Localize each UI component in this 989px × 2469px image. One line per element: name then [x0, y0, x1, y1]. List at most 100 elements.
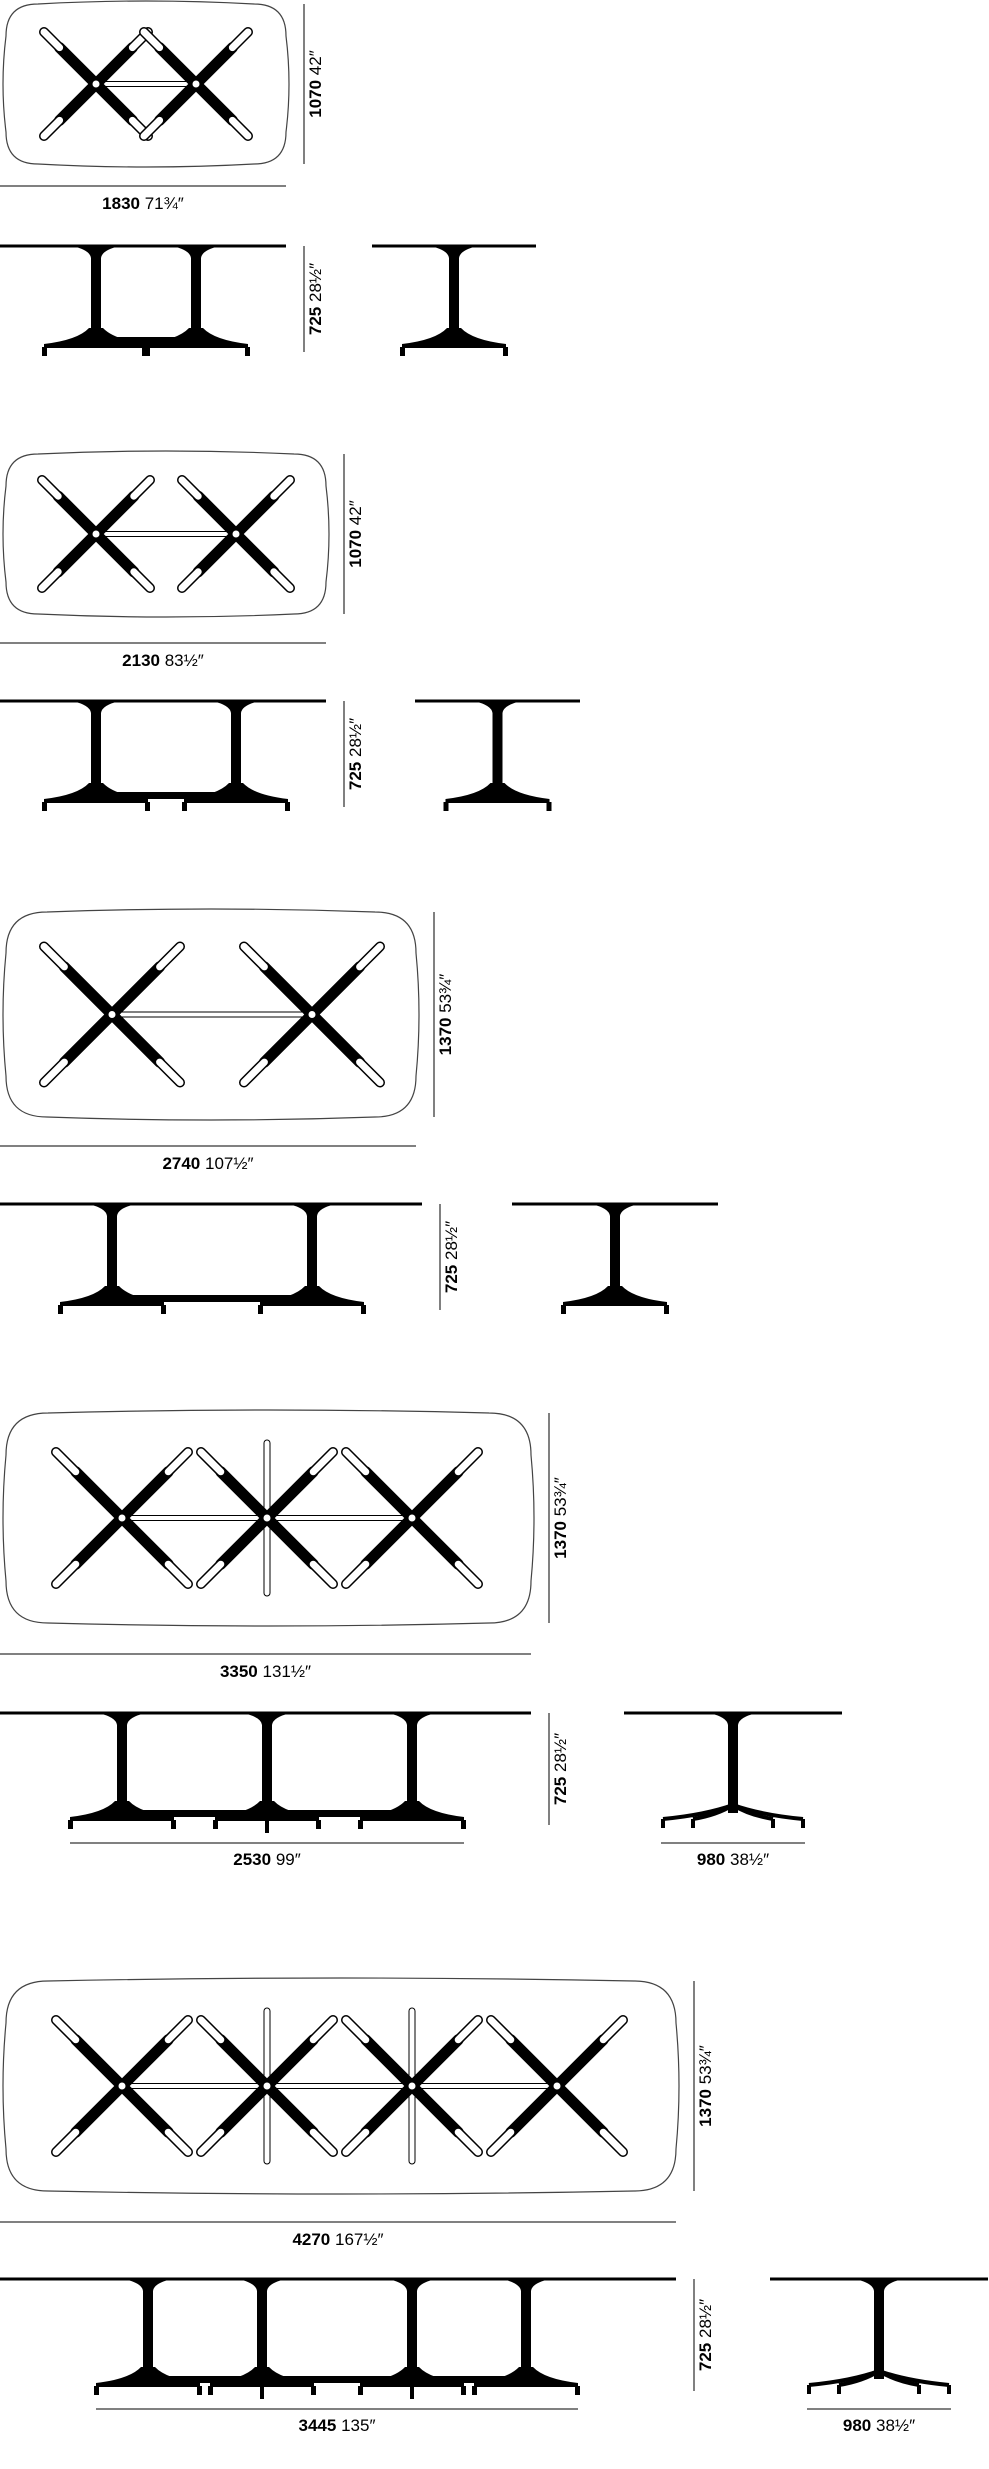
base-leg-glide: [52, 2016, 80, 2044]
column-dot: [232, 530, 240, 538]
foot-spider: [445, 783, 550, 803]
base-leg-glide: [240, 943, 268, 971]
column-2: [388, 2279, 436, 2379]
column-1: [243, 1713, 291, 1813]
column-cap: [288, 1204, 336, 1216]
column-shaft: [521, 2289, 531, 2379]
base-leg: [551, 2034, 609, 2092]
column-dot: [263, 2082, 271, 2090]
depth-dimension-label-in: 53¾″: [436, 974, 455, 1013]
table-top-outline: [2, 1409, 535, 1627]
width-dimension-label: 4270 167½″: [292, 2230, 383, 2249]
base-leg: [90, 78, 138, 126]
width-dimension-label-in: 83½″: [165, 651, 204, 670]
base-leg-glide: [487, 2128, 515, 2156]
base-leg-glide: [487, 2016, 515, 2044]
column-shaft: [407, 2289, 417, 2379]
base-leg-glide: [40, 943, 68, 971]
column-2: [388, 1713, 436, 1813]
glide-left: [58, 1305, 63, 1314]
base-leg-glide: [309, 1448, 337, 1476]
column-shaft: [449, 256, 459, 340]
base-leg-glide: [164, 1448, 192, 1476]
column-dot: [408, 1514, 416, 1522]
end-glide-1: [837, 2385, 841, 2394]
base-leg-glide: [178, 476, 202, 500]
base-leg-glide: [454, 2128, 482, 2156]
width-dimension-label: 2740 107½″: [162, 1154, 253, 1173]
glide-right: [361, 1305, 366, 1314]
column-cap: [473, 701, 522, 713]
stretcher: [96, 337, 196, 344]
base-leg: [70, 1512, 128, 1570]
depth-dimension-label-mm: 1070: [306, 80, 325, 118]
column-shaft: [492, 711, 503, 795]
column-1: [238, 2279, 286, 2379]
base-leg: [551, 2080, 609, 2138]
base-leg-glide: [240, 1058, 268, 1086]
column-cap: [72, 701, 120, 713]
base-leg: [230, 528, 280, 578]
base-leg-glide: [178, 568, 202, 592]
base-leg: [154, 78, 202, 126]
column-shaft: [143, 2289, 153, 2379]
x-base-1: [239, 941, 385, 1088]
base-span-label-in: 99″: [276, 1850, 301, 1869]
column-end: [591, 1204, 639, 1298]
base-span-label: 3445 135″: [299, 2416, 376, 2435]
plan-view-t3350: 3350 131½″1370 53¾″: [0, 1409, 570, 1681]
x-base-1: [139, 27, 253, 141]
base-span-label-mm: 2530: [233, 1850, 271, 1869]
base-leg: [261, 2080, 319, 2138]
height-dimension-label-mm: 725: [442, 1265, 461, 1293]
column-dot: [118, 1514, 126, 1522]
glide-left: [208, 2386, 213, 2395]
base-leg-glide: [270, 568, 294, 592]
base-leg-glide: [40, 1058, 68, 1086]
column-dot: [118, 2082, 126, 2090]
glide-left: [142, 347, 147, 356]
width-dimension-label-mm: 2130: [122, 651, 160, 670]
table-top-outline: [2, 0, 290, 168]
base-leg: [258, 961, 318, 1020]
base-leg-glide: [164, 2128, 192, 2156]
column-shaft: [231, 711, 241, 795]
end-glide-2: [771, 1819, 775, 1828]
base-leg-glide: [309, 2016, 337, 2044]
end-foot-spread: [807, 2369, 951, 2394]
cross-brace-end: [410, 2377, 414, 2399]
base-leg: [360, 2034, 418, 2092]
column-cap: [855, 2279, 903, 2291]
depth-dimension-label: 1070 42″: [346, 500, 365, 568]
glide-left: [94, 2386, 99, 2395]
depth-dimension-label: 1370 53¾″: [696, 2045, 715, 2127]
base-leg: [52, 528, 102, 578]
column-cap: [430, 246, 478, 258]
column-shaft: [874, 2289, 884, 2379]
column-1: [212, 701, 260, 795]
column-cap: [124, 2279, 172, 2291]
column-dot: [263, 1514, 271, 1522]
column-0: [124, 2279, 172, 2379]
column-cap: [243, 1713, 291, 1725]
base-leg: [190, 42, 238, 90]
base-leg-glide: [52, 1560, 80, 1588]
height-dimension-label-mm: 725: [551, 1777, 570, 1805]
base-leg-glide: [228, 28, 252, 52]
foot-end: [561, 1286, 669, 1314]
glide-right: [161, 1305, 166, 1314]
x-base-1: [196, 2015, 338, 2157]
width-dimension-label-in: 71¾″: [145, 194, 184, 213]
width-dimension-label-mm: 3350: [220, 1662, 258, 1681]
column-shaft: [117, 1723, 127, 1813]
base-leg-glide: [52, 1448, 80, 1476]
stretcher-bar: [95, 531, 237, 537]
end-glide-0: [807, 2385, 811, 2394]
base-leg-glide: [454, 2016, 482, 2044]
height-dimension-label-in: 28½″: [346, 718, 365, 757]
table-top-outline: [2, 908, 420, 1121]
end-glide-2: [917, 2385, 921, 2394]
end-leg-1: [692, 1803, 735, 1821]
base-leg-glide: [342, 2016, 370, 2044]
glide-right: [461, 2386, 466, 2395]
